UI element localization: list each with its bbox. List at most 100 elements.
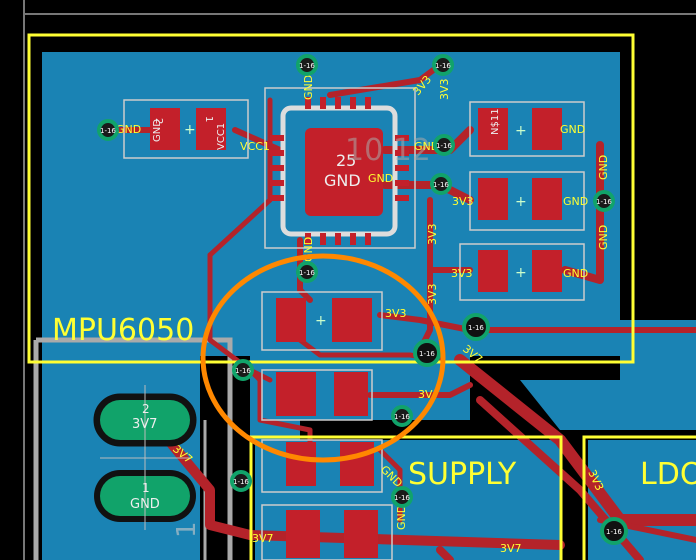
ldo-frame <box>582 435 696 560</box>
component-gap <box>180 108 196 150</box>
pad-number: 1 <box>203 116 214 122</box>
component-c-left[interactable]: + 2 GND 1 VCC1 GND <box>116 99 249 159</box>
svg-text:1-16: 1-16 <box>299 269 315 277</box>
ic-pad-net: GND <box>324 171 361 190</box>
pad-1[interactable] <box>286 442 316 486</box>
component-outline <box>469 101 585 157</box>
supply-label: SUPPLY <box>408 457 517 492</box>
pad-2[interactable] <box>340 442 374 486</box>
net-label-3v7-bottom: 3V7 <box>500 542 522 555</box>
battery-pin2-net: 3V7 <box>132 417 157 432</box>
svg-text:1-16: 1-16 <box>419 350 435 358</box>
component-outline <box>123 99 249 159</box>
net-label-3v3-vert: 3V3 <box>426 223 439 245</box>
svg-text:1-16: 1-16 <box>435 62 451 70</box>
via[interactable]: 1-16 <box>432 54 454 76</box>
pad-1[interactable] <box>478 108 508 150</box>
net-label-gnd-vert: GND <box>597 155 610 180</box>
svg-text:1-16: 1-16 <box>100 127 116 135</box>
pad-2[interactable] <box>532 178 562 220</box>
component-c-mid[interactable]: + 3V3 <box>261 291 407 351</box>
component-outline <box>459 243 585 301</box>
ic-pad-number: 25 <box>336 151 356 170</box>
svg-text:1-16: 1-16 <box>235 367 251 375</box>
component-c-r1[interactable]: + N$11 GND <box>469 101 585 157</box>
pad-2[interactable] <box>334 372 368 416</box>
ic-right-net: GND <box>368 172 393 185</box>
battery-pin2-number: 2 <box>142 402 150 416</box>
ic-pins <box>270 97 409 245</box>
battery-pin1-number: 1 <box>142 481 150 495</box>
component-outline <box>261 439 383 493</box>
plus-mark: + <box>515 194 527 210</box>
plus-mark: + <box>515 265 527 281</box>
pad-2[interactable] <box>532 108 562 150</box>
net-label-gnd-top-via: GND <box>302 75 315 100</box>
plus-mark: + <box>184 122 196 138</box>
pad-1[interactable] <box>478 250 508 292</box>
via[interactable]: 1-16 <box>600 517 628 545</box>
battery-connector[interactable]: 2 3V7 1 GND 1 <box>93 385 202 538</box>
mpu6050-label: MPU6050 <box>52 313 194 348</box>
via[interactable]: 1-16 <box>296 54 318 76</box>
via[interactable]: 1-16 <box>430 173 452 195</box>
ext-net-label: 3V7 <box>252 532 274 545</box>
via[interactable]: 1-16 <box>391 486 413 508</box>
svg-text:1-16: 1-16 <box>433 181 449 189</box>
ext-net-label: 3V3 <box>452 195 474 208</box>
pad-1[interactable] <box>276 298 306 342</box>
ic-gnd-pad-net: GND <box>414 140 439 153</box>
pad-2[interactable] <box>344 510 378 558</box>
component-outline <box>261 504 393 560</box>
mpu6050-frame <box>27 33 635 364</box>
via[interactable]: 1-16 <box>296 261 318 283</box>
net-label-gnd-vert4: GND <box>395 505 408 530</box>
via[interactable]: 1-16 <box>462 313 490 341</box>
svg-text:1-16: 1-16 <box>596 198 612 206</box>
ext-net-label: GND <box>116 123 141 136</box>
via[interactable]: 1-16 <box>593 190 615 212</box>
pad-2[interactable] <box>150 108 180 150</box>
svg-text:1-16: 1-16 <box>436 142 452 150</box>
pad-2[interactable] <box>532 250 562 292</box>
ext-net-label: 3V3 <box>451 267 473 280</box>
component-c-sup1[interactable] <box>261 439 383 493</box>
svg-text:1-16: 1-16 <box>468 324 484 332</box>
via[interactable]: 1-16 <box>97 119 119 141</box>
ic-courtyard <box>264 87 416 249</box>
ext-net-label: 3V <box>418 388 433 401</box>
plus-mark: + <box>315 313 327 329</box>
svg-text:1-16: 1-16 <box>299 62 315 70</box>
ldo-label: LDO <box>640 457 696 492</box>
pad-1[interactable] <box>276 372 316 416</box>
component-outline <box>261 291 383 351</box>
svg-text:1-16: 1-16 <box>233 478 249 486</box>
ext-net-label: GND <box>563 267 588 280</box>
via[interactable]: 1-16 <box>232 359 254 381</box>
battery-silk-mark: 1 <box>172 521 202 538</box>
via[interactable]: 1-16 <box>391 405 413 427</box>
pad-number: 2 <box>153 118 164 124</box>
vias: 1-16 1-16 1-16 1-16 1-16 1-16 1-16 1-16 … <box>97 54 628 545</box>
ic-mpu6050[interactable]: 25 GND GND VCC1 10 12 GND <box>240 87 439 249</box>
component-c-r3[interactable]: + 3V3 GND <box>451 243 588 301</box>
pad-net: GND <box>152 119 163 142</box>
pad-net: N$11 <box>490 108 501 135</box>
highlight-ellipse <box>200 253 446 463</box>
ic-vcc-net: VCC1 <box>240 140 270 153</box>
battery-pin1-net: GND <box>130 497 160 512</box>
via[interactable]: 1-16 <box>230 470 252 492</box>
pad-1[interactable] <box>478 178 508 220</box>
net-label-gnd-vert2: GND <box>597 225 610 250</box>
via[interactable]: 1-16 <box>413 339 441 367</box>
pad-2[interactable] <box>332 298 372 342</box>
component-c-sup2[interactable]: 3V7 <box>252 504 393 560</box>
pad-1[interactable] <box>286 510 320 558</box>
ic-thermal-pad[interactable] <box>305 128 383 216</box>
component-c-mid2[interactable]: 3V <box>261 369 433 421</box>
component-c-r2[interactable]: + 3V3 GND <box>452 171 588 231</box>
supply-frame <box>249 435 563 560</box>
pad-1[interactable] <box>196 108 226 150</box>
via[interactable]: 1-16 <box>433 134 455 156</box>
